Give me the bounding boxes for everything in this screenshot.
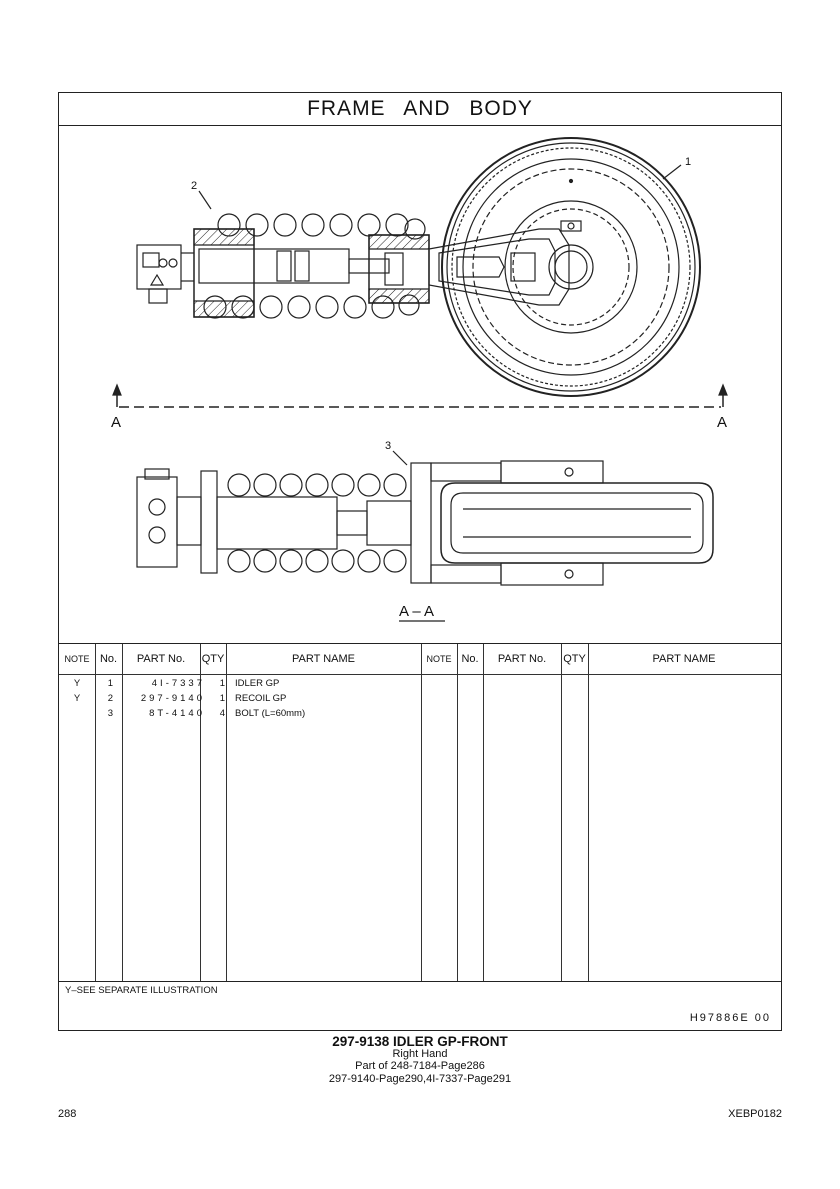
header-part-no: PART No. [136, 653, 186, 665]
page-number: 288 [58, 1108, 77, 1120]
header-no: No. [99, 653, 118, 665]
row-no: 2 [107, 693, 113, 704]
technical-drawing: 1 2 3 A A A – A [59, 125, 781, 643]
section-label: A – A [399, 603, 434, 620]
recoil-group-top-view [136, 213, 430, 319]
header-note: NOTE [64, 654, 90, 664]
header-part-no-2: PART No. [497, 653, 547, 665]
section-marker-left: A [111, 414, 121, 431]
row-part-no: 8T-4140 [149, 708, 205, 719]
caption-references: 297-9140-Page290,4I-7337-Page291 [328, 1073, 512, 1085]
section-marker-right: A [717, 414, 727, 431]
idler-wheel-top-view [428, 137, 701, 397]
row-note: Y [73, 678, 81, 689]
drawing-svg: 1 2 3 A A A – A [111, 137, 728, 622]
callout-1: 1 [685, 156, 691, 168]
header-note-2: NOTE [426, 654, 452, 664]
row-part-name: RECOIL GP [235, 693, 287, 704]
row-part-name: BOLT (L=60mm) [235, 708, 306, 719]
row-no: 1 [107, 678, 113, 689]
row-part-no: 297-9140 [140, 693, 205, 704]
row-note [59, 706, 95, 721]
row-qty: 1 [219, 678, 225, 689]
document-code: XEBP0182 [728, 1108, 782, 1120]
row-no: 3 [107, 708, 113, 719]
header-qty-2: QTY [563, 653, 586, 665]
row-qty: 4 [219, 708, 225, 719]
caption-title: 297-9138 IDLER GP-FRONT [332, 1034, 508, 1049]
row-note: Y [73, 693, 81, 704]
callout-2: 2 [191, 180, 197, 192]
caption-side: Right Hand [392, 1048, 448, 1060]
callout-3: 3 [385, 440, 391, 452]
caption-part-of: Part of 248-7184-Page286 [355, 1060, 485, 1072]
reference-code: H97886E 00 [689, 1012, 771, 1024]
parts-sheet-frame: FRAME AND BODY [58, 92, 782, 1031]
row-part-name: IDLER GP [235, 678, 280, 689]
header-part-name-2: PART NAME [652, 653, 716, 665]
row-part-no: 4I-7337 [151, 678, 205, 689]
footnote: Y–SEE SEPARATE ILLUSTRATION [65, 985, 218, 996]
header-no-2: No. [461, 653, 479, 665]
header-qty: QTY [201, 653, 225, 665]
parts-table: NOTE No. PART No. QTY PART NAME NOTE No.… [59, 643, 781, 982]
row-qty: 1 [219, 693, 225, 704]
header-part-name: PART NAME [292, 653, 355, 665]
section-view [136, 460, 714, 586]
sheet-title: FRAME AND BODY [59, 93, 781, 126]
